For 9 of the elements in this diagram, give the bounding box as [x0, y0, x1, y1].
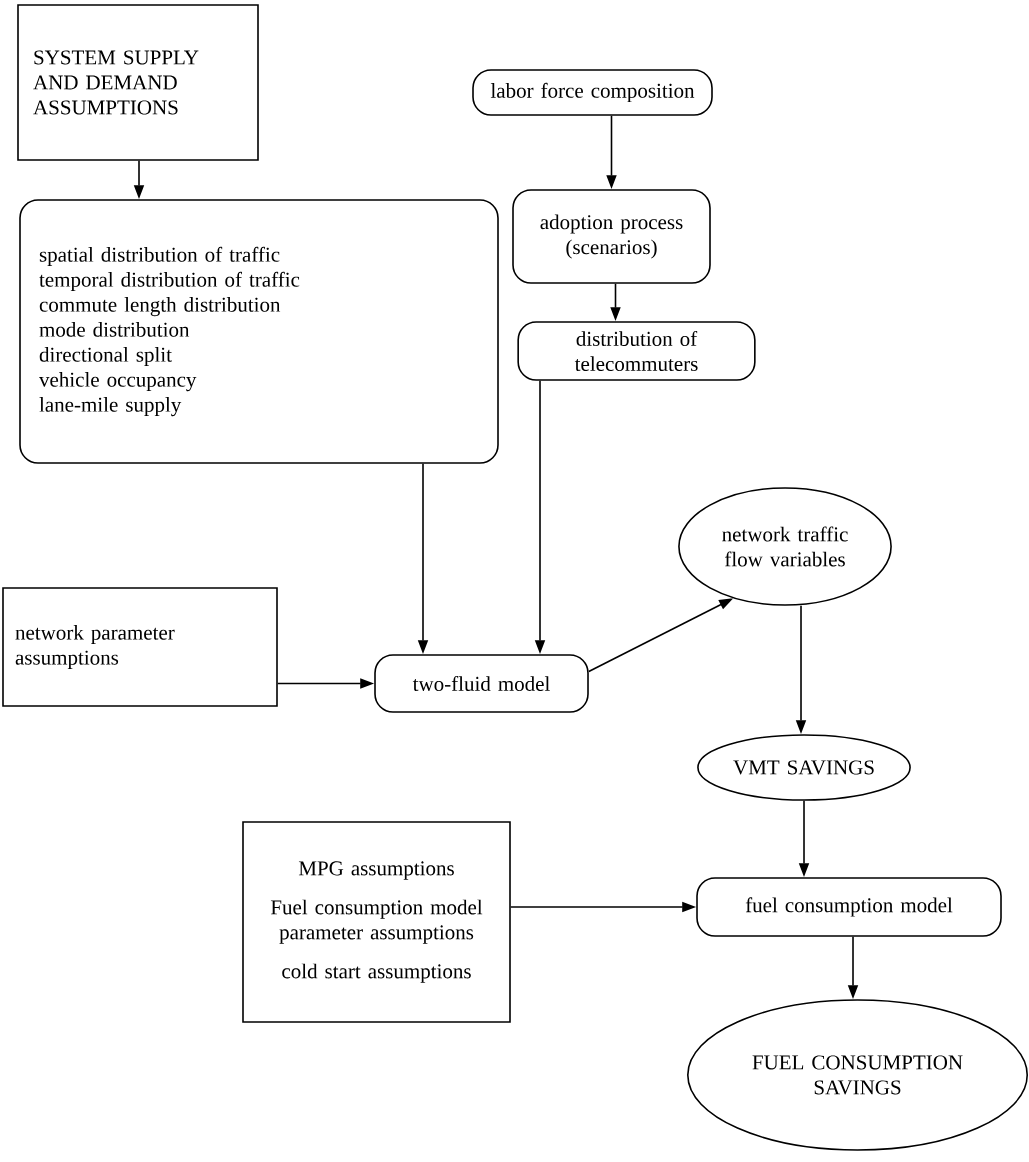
process-box: fuel consumption model — [696, 877, 1002, 937]
assumption-box: SYSTEM SUPPLY AND DEMAND ASSUMPTIONS — [17, 4, 259, 161]
process-box: adoption process (scenarios) — [512, 189, 711, 284]
process-box: spatial distribution of traffic temporal distribution of traffic commute length distribution mode distribution directional split vehicle occupancy lane-mile supply — [19, 199, 499, 464]
process-box: two-fluid model — [374, 654, 589, 713]
assumption-box: network parameter assumptions — [2, 587, 278, 707]
process-box: labor force composition — [472, 69, 713, 116]
process-box: distribution of telecommuters — [517, 321, 756, 381]
assumption-box: MPG assumptions Fuel consumption model parameter assumptions cold start assumptions — [242, 821, 511, 1023]
